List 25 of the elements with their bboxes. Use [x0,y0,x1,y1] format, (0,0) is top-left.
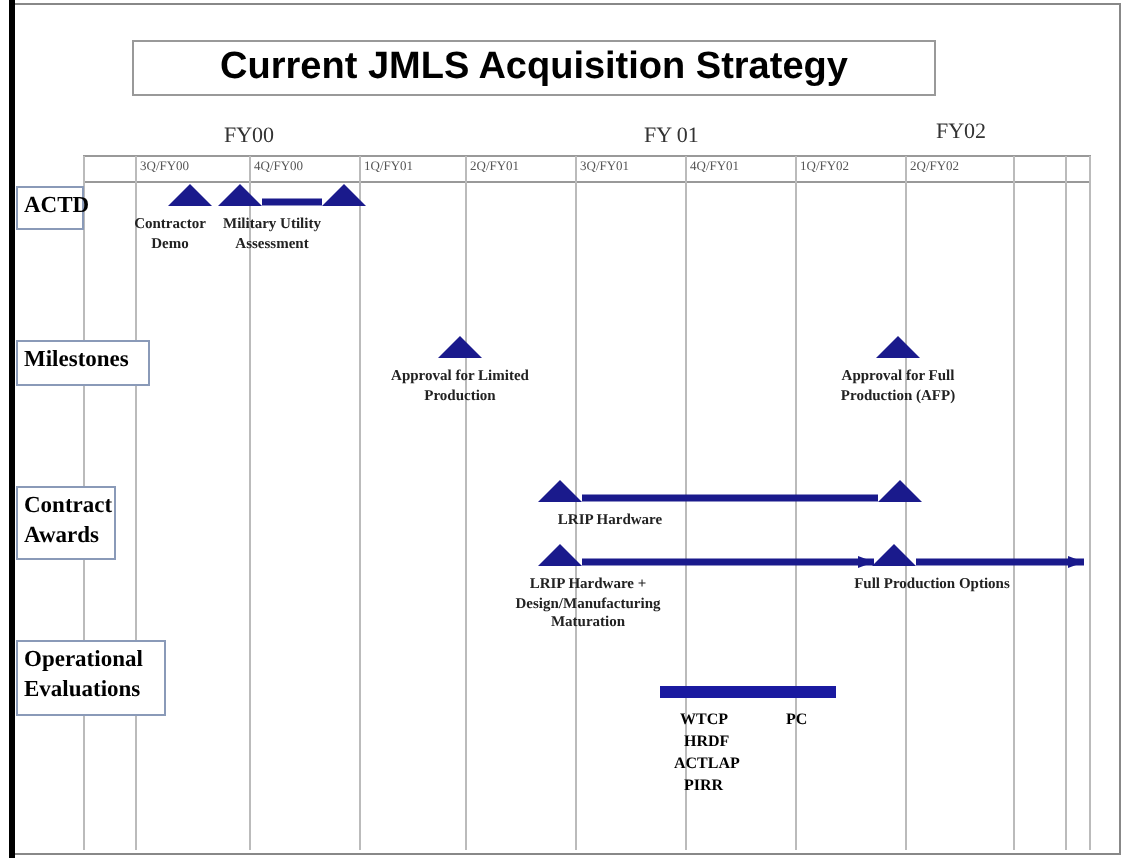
evaluation-label: ACTLAP [674,754,740,774]
milestone-triangle [322,184,366,206]
year-label: FY 01 [644,124,699,148]
milestone-triangle [218,184,262,206]
milestone-triangle [538,544,582,566]
timeline-arrow [582,556,874,568]
evaluation-label: PIRR [684,776,724,796]
row-label: ACTD [16,186,84,230]
row-label: Operational Evaluations [16,640,166,716]
evaluation-label: HRDF [684,732,730,752]
year-label: FY00 [224,124,275,148]
milestone-triangle [876,336,920,358]
row-label: Contract Awards [16,486,116,560]
year-label: FY02 [936,120,987,144]
evaluation-label: PC [786,710,808,730]
milestone-triangle [538,480,582,502]
timeline-bar [660,686,836,698]
milestone-triangle [438,336,482,358]
milestone-triangle [168,184,212,206]
row-label: Milestones [16,340,150,386]
evaluation-label: WTCP [680,710,728,730]
title-box: Current JMLS Acquisition Strategy [132,40,936,96]
milestone-triangle [878,480,922,502]
timeline-arrow [916,556,1084,568]
milestone-triangle [872,544,916,566]
